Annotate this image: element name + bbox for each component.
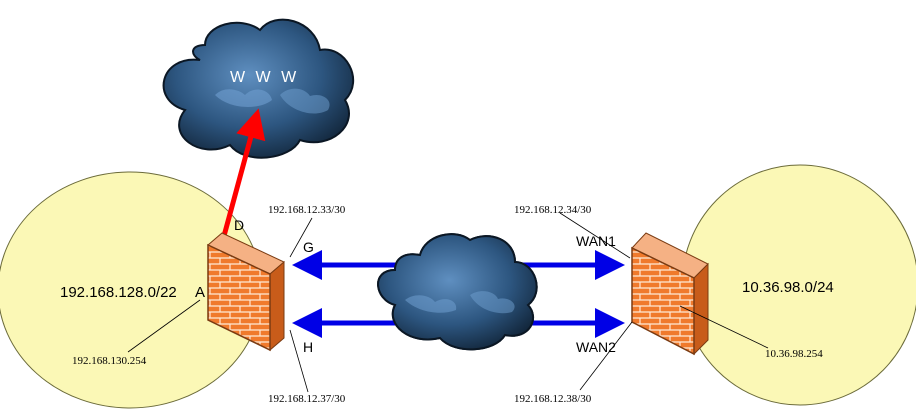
wan-cloud-body <box>377 233 538 351</box>
right-network-label: 10.36.98.0/24 <box>742 279 834 296</box>
right-interface-wan1-label: WAN1 <box>576 233 616 249</box>
left-interface-d-label: D <box>234 217 244 233</box>
internet-cloud-icon: W W W <box>162 18 355 159</box>
right-interface-wan2-label: WAN2 <box>576 339 616 355</box>
left-interface-h-label: H <box>303 339 313 355</box>
left-interface-g-label: G <box>303 239 314 255</box>
left-interface-a-label: A <box>195 284 205 301</box>
callout-lines <box>127 212 769 393</box>
right-ip-wan1-label: 192.168.12.34/30 <box>514 204 592 216</box>
internet-cloud-label: W W W <box>230 69 299 86</box>
right-ip-wan2-label: 192.168.12.38/30 <box>514 393 592 405</box>
left-network-label: 192.168.128.0/22 <box>60 284 177 301</box>
internet-link <box>221 108 266 237</box>
left-gateway-ip-label: 192.168.130.254 <box>72 355 147 367</box>
right-firewall-icon <box>631 232 709 356</box>
left-ip-g-label: 192.168.12.33/30 <box>268 204 346 216</box>
left-ip-h-label: 192.168.12.37/30 <box>268 393 346 405</box>
right-gateway-ip-label: 10.36.98.254 <box>765 348 823 360</box>
left-firewall-icon <box>207 232 285 352</box>
